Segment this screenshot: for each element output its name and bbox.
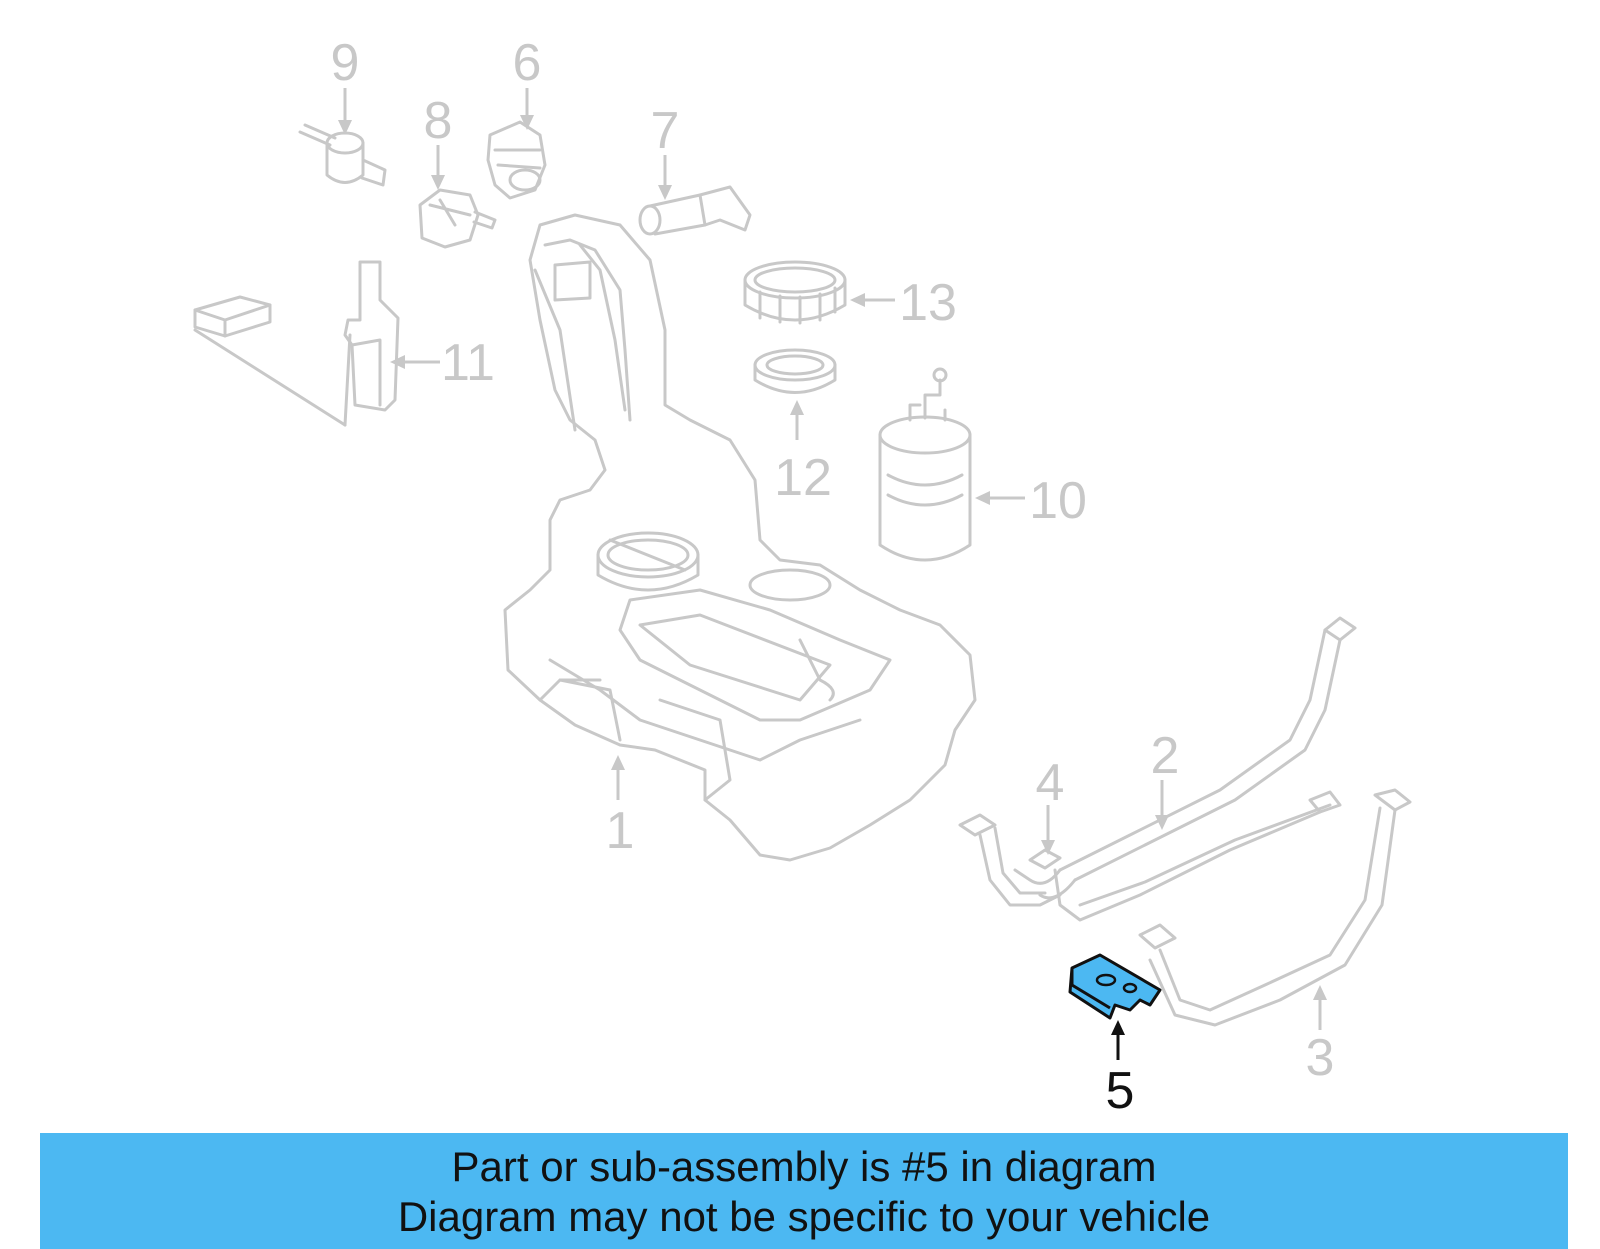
banner-line-1: Part or sub-assembly is #5 in diagram [451, 1143, 1157, 1190]
part-12-seal [753, 348, 837, 394]
callout-arrows [338, 88, 1327, 1060]
callout-1: 1 [606, 802, 635, 860]
callout-4: 4 [1036, 754, 1065, 812]
part-2-strap [1013, 616, 1357, 900]
callout-10: 10 [1029, 472, 1087, 530]
part-1-fuel-tank [503, 213, 977, 862]
part-4-bracket-strap [958, 790, 1342, 922]
callout-9: 9 [331, 34, 360, 92]
info-banner: Part or sub-assembly is #5 in diagram Di… [40, 1133, 1568, 1249]
part-10-fuel-pump [878, 367, 972, 562]
banner-line-2: Diagram may not be specific to your vehi… [397, 1193, 1211, 1240]
part-5-bracket-highlighted [1068, 953, 1162, 1020]
callout-labels: 9 6 8 7 11 13 12 10 1 2 4 3 5 [331, 34, 1335, 1120]
part-13-lock-ring [743, 260, 847, 325]
part-6-valve [486, 120, 547, 200]
callout-8: 8 [424, 92, 453, 150]
callout-13: 13 [899, 274, 957, 332]
callout-7: 7 [651, 102, 680, 160]
part-11-sender [193, 260, 400, 427]
callout-11: 11 [441, 334, 495, 392]
part-8-connector [418, 188, 497, 249]
part-3-strap [1138, 788, 1412, 1027]
callout-2: 2 [1151, 727, 1180, 785]
part-9-vent-valve [298, 123, 387, 187]
callout-3: 3 [1306, 1029, 1335, 1087]
callout-6: 6 [513, 34, 542, 92]
callout-12: 12 [774, 449, 832, 507]
part-7-sensor [638, 185, 752, 236]
callout-5: 5 [1106, 1062, 1135, 1120]
